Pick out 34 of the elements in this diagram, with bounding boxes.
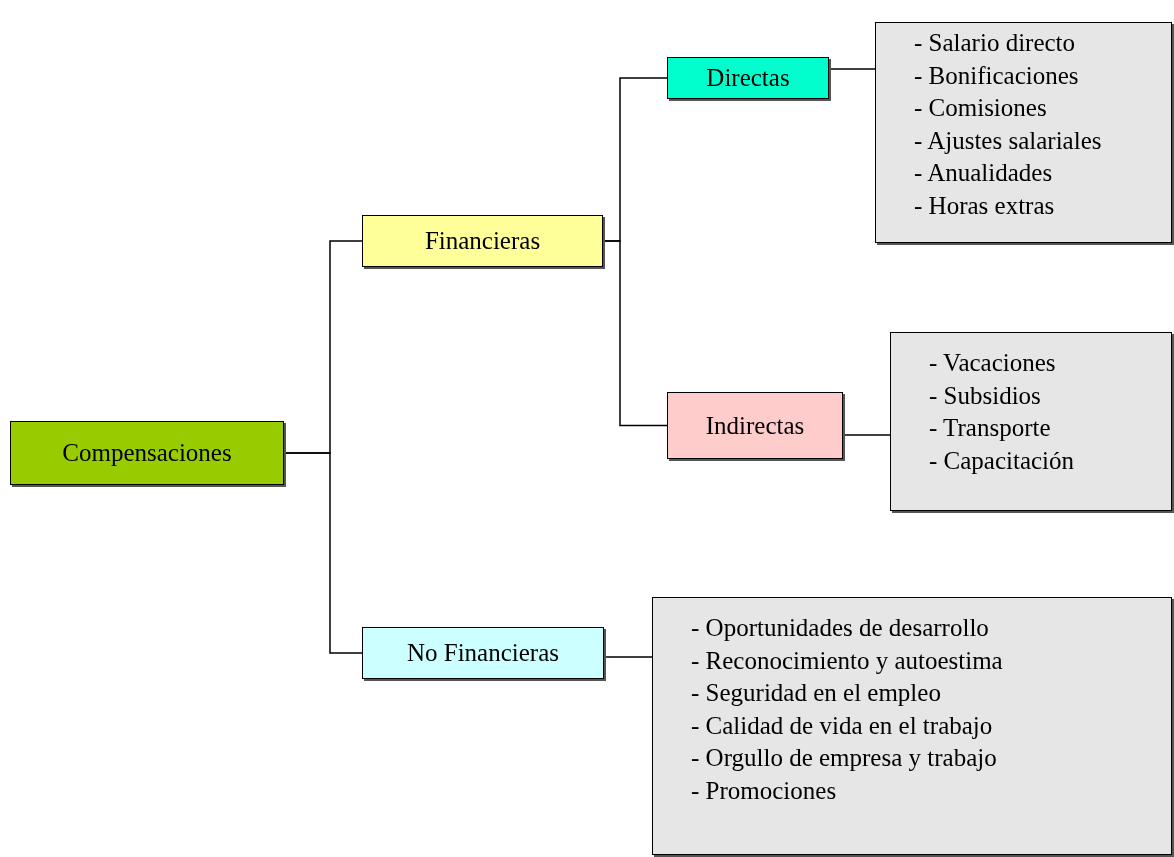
list-item: - Calidad de vida en el trabajo (691, 710, 993, 741)
node-label: No Financieras (406, 639, 559, 667)
category-box (362, 627, 604, 679)
category-box (667, 57, 829, 99)
connector-line (603, 656, 653, 658)
category-box (10, 421, 284, 485)
connector-line (283, 452, 363, 654)
list-item: - Oportunidades de desarrollo (691, 613, 989, 643)
connector-line (828, 68, 876, 70)
list-item: - Subsidios (929, 380, 1041, 411)
list-item: - Salario directo (914, 28, 1076, 58)
category-box (362, 215, 603, 267)
list-item: - Orgullo de empresa y trabajo (691, 743, 997, 773)
list-item: - Anualidades (914, 158, 1053, 188)
list-item: - Ajustes salariales (914, 125, 1102, 156)
node-label: Compensaciones (62, 439, 232, 467)
list-item: - Transporte (929, 413, 1051, 443)
connector-line (842, 434, 891, 436)
category-box (667, 392, 843, 459)
list-item: - Bonificaciones (914, 60, 1079, 91)
node-label: Directas (706, 64, 790, 92)
list-box (890, 332, 1172, 511)
connector-line (602, 240, 668, 427)
list-item: - Reconocimiento y autoestima (691, 645, 1003, 676)
node-label: Financieras (424, 227, 541, 255)
list-item: - Vacaciones (929, 348, 1056, 378)
list-item: - Promociones (691, 775, 837, 806)
list-item: - Horas extras (914, 190, 1055, 221)
list-item: - Comisiones (914, 93, 1047, 123)
list-box (652, 597, 1172, 855)
list-box (875, 22, 1172, 243)
node-label: Indirectas (705, 411, 805, 440)
list-item: - Seguridad en el empleo (691, 678, 941, 708)
list-item: - Capacitación (929, 445, 1075, 476)
